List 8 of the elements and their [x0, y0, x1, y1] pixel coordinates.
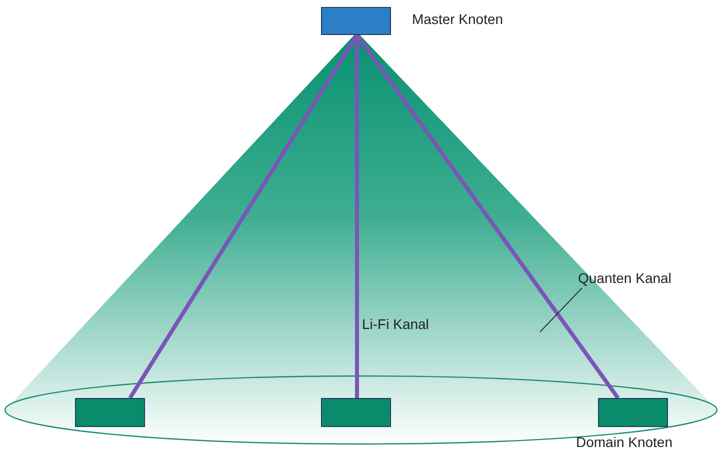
domain-node-box [75, 398, 145, 427]
domain-node-box [321, 398, 391, 427]
node-caption: Domain Knoten [576, 434, 673, 450]
node-caption: Master Knoten [412, 11, 504, 27]
domain-node-box [598, 398, 668, 427]
leader-line [540, 288, 582, 332]
edge-label: Li-Fi Kanal [362, 316, 429, 332]
master-node-box [321, 7, 391, 35]
